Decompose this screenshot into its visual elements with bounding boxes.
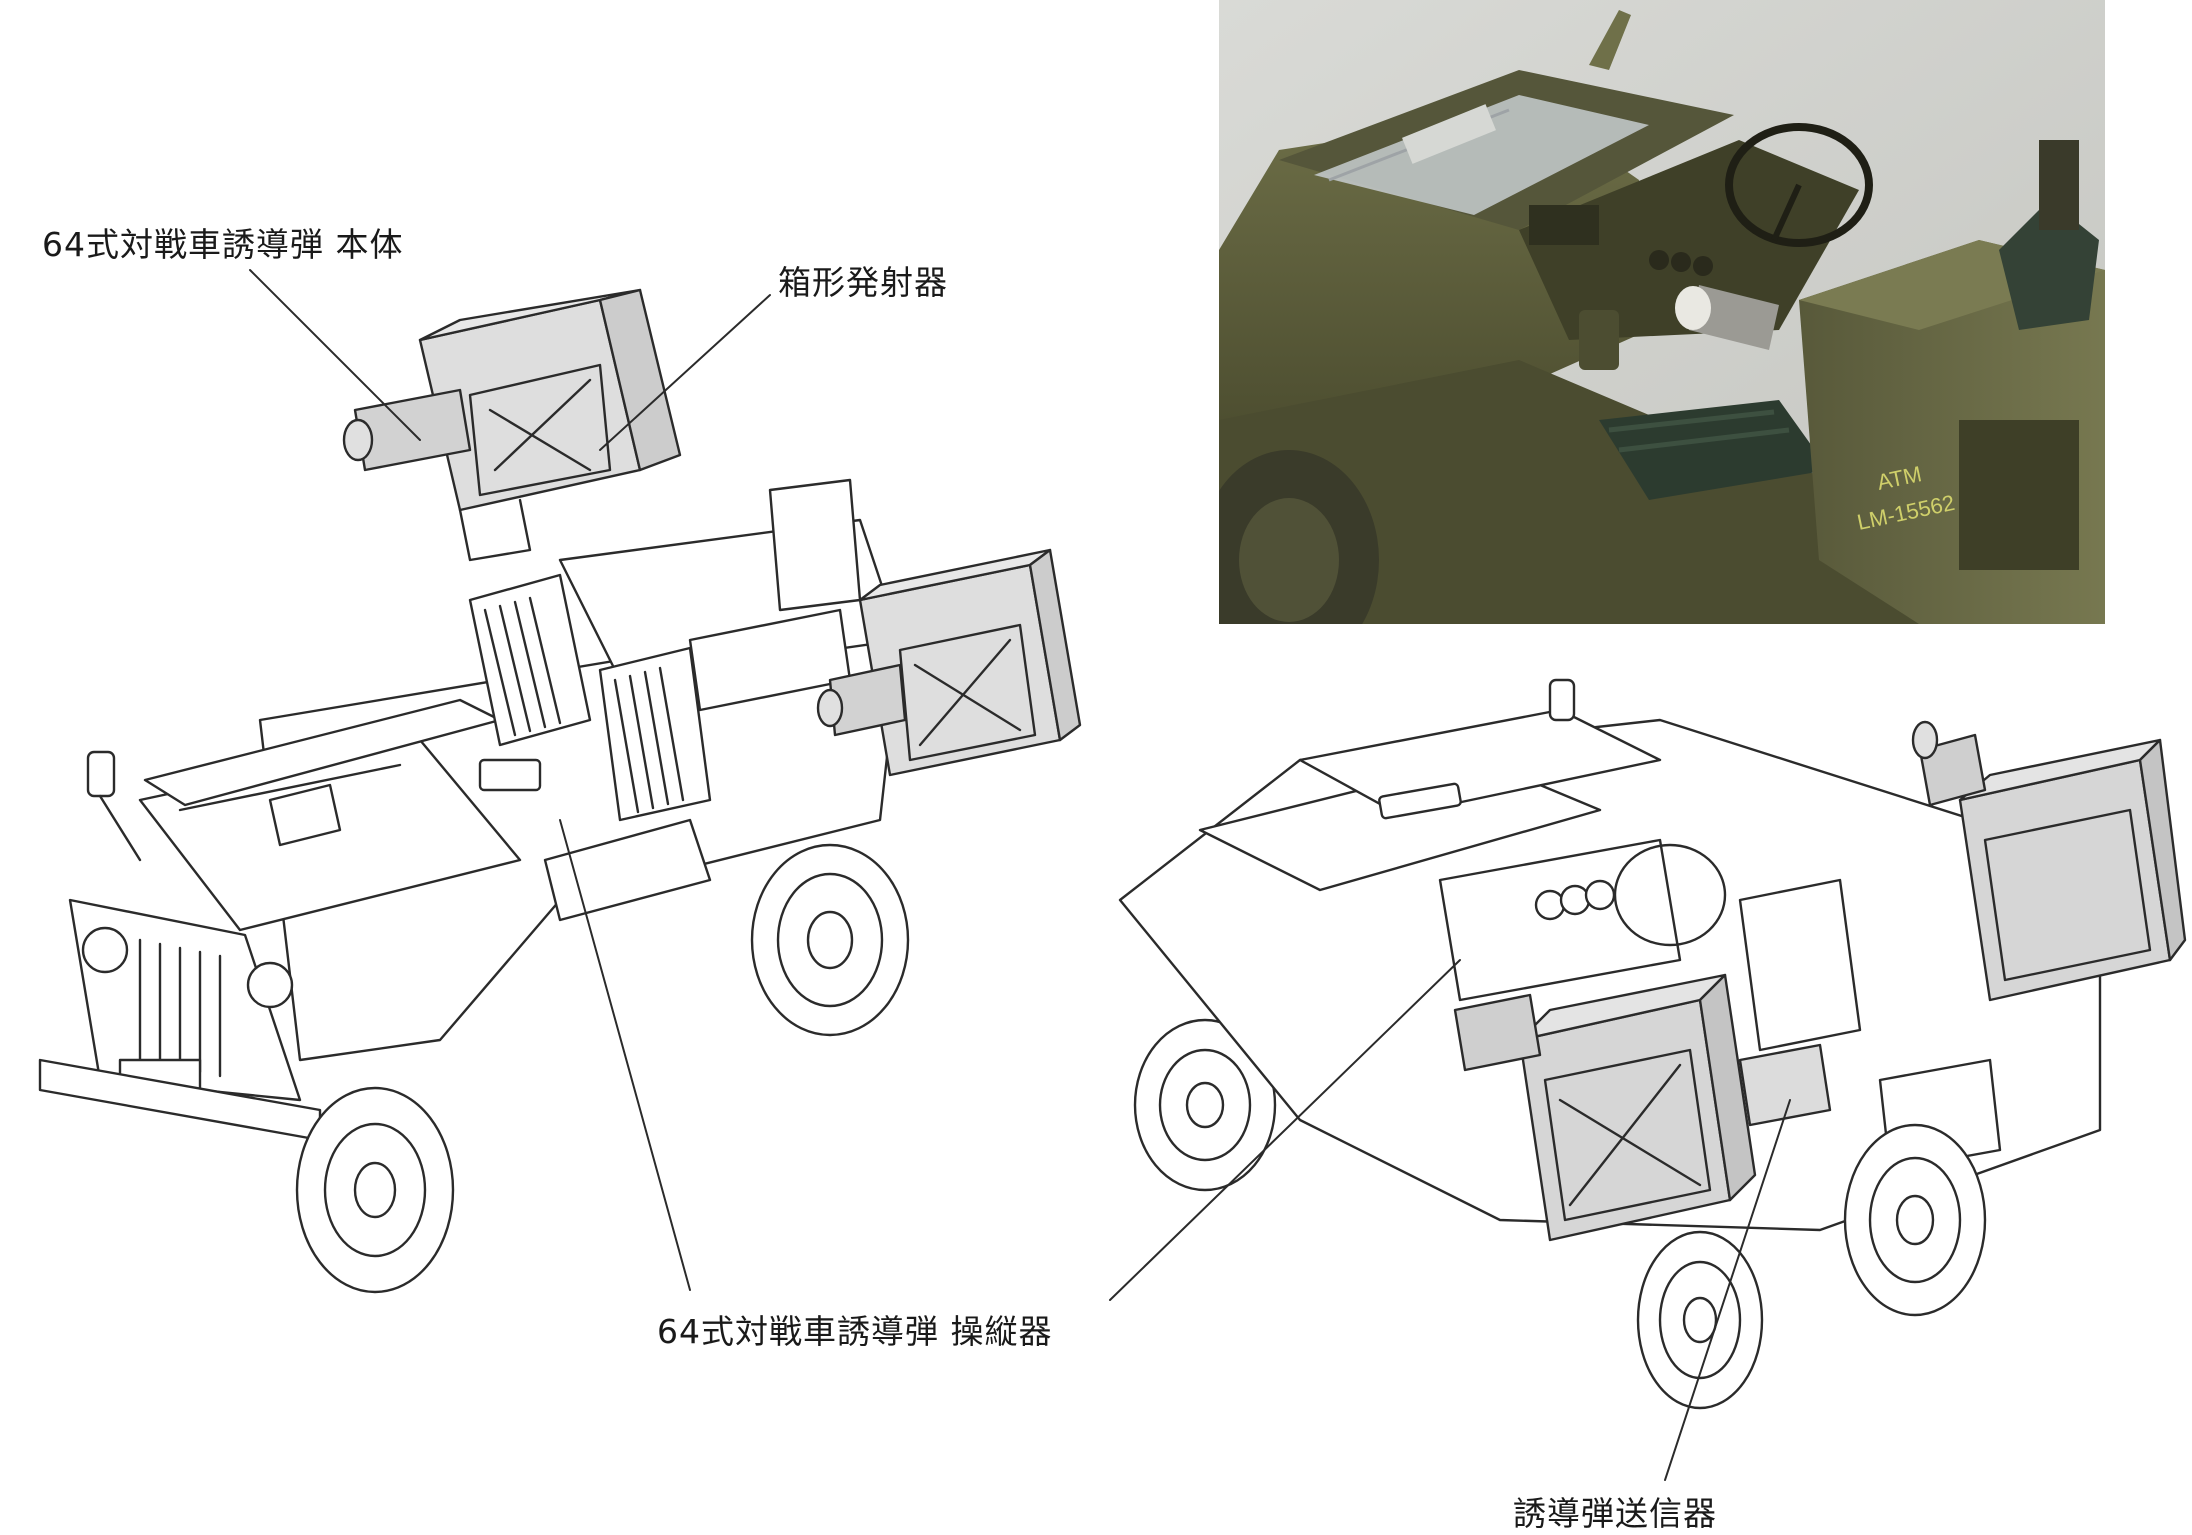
leader-controller-left [559,819,691,1291]
label-transmitter: 誘導弾送信器 [1513,1494,1717,1533]
label-controller: 64式対戦車誘導弾 操縦器 [657,1312,1053,1351]
label-missile-body: 64式対戦車誘導弾 本体 [42,225,404,264]
leader-transmitter [1664,1099,1791,1481]
model-photo-drawing: ATM LM-15562 [1219,0,2105,624]
leader-controller-right [1109,959,1461,1301]
label-box-launcher: 箱形発射器 [778,263,948,302]
right-jeep [1118,678,2187,1410]
left-jeep [38,288,1082,1294]
leader-box-launcher [599,294,771,451]
leader-missile-body [249,269,421,441]
model-photo: ATM LM-15562 [1219,0,2105,624]
leader-lines [249,269,1791,1481]
